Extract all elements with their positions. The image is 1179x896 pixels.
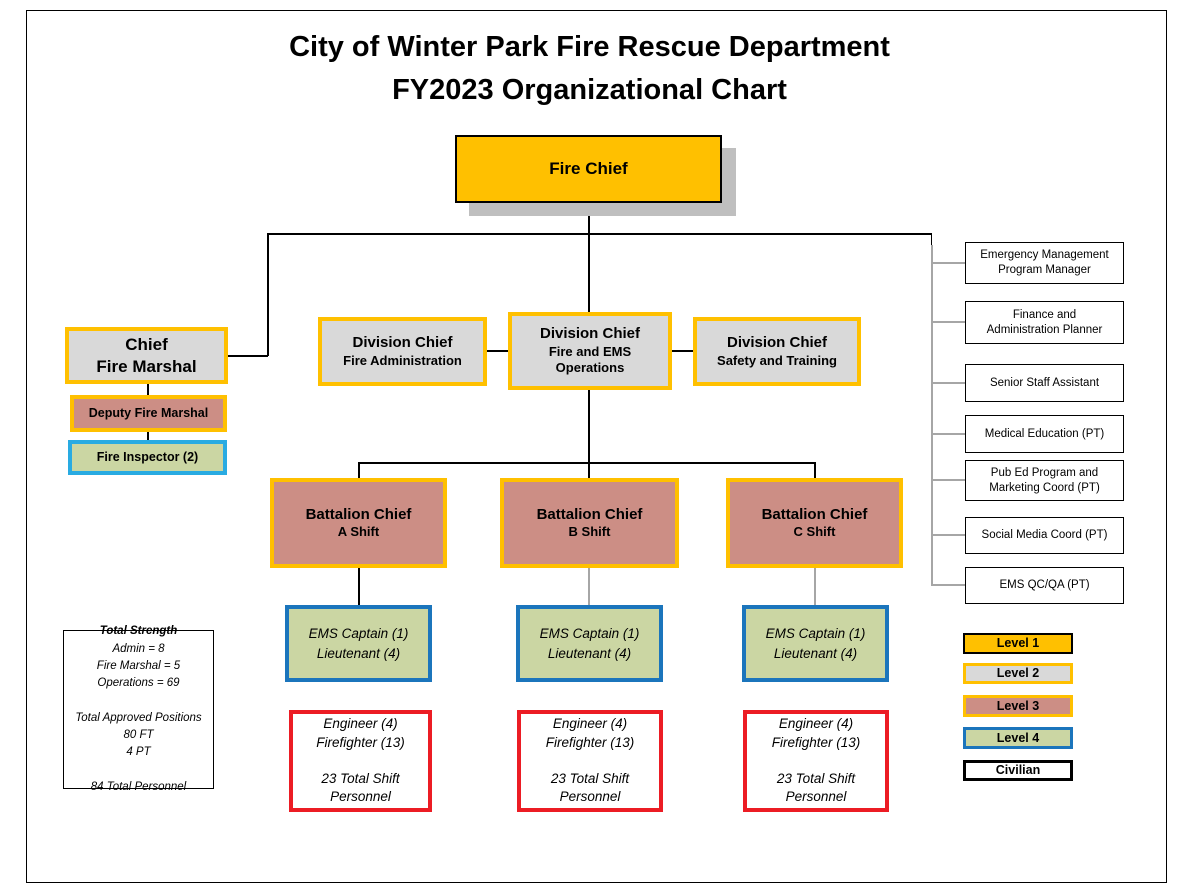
connector-main-horizontal bbox=[267, 233, 932, 235]
battalion-chief-a-box: Battalion Chief A Shift bbox=[270, 478, 447, 568]
battalion-shift-label: C Shift bbox=[793, 524, 836, 540]
division-chief-safety-training-box: Division Chief Safety and Training bbox=[693, 317, 861, 386]
legend-level-3-label: Level 3 bbox=[996, 698, 1040, 713]
division-chief-subtitle: Fire Administration bbox=[343, 352, 462, 368]
civilian-emergency-management-box: Emergency Management Program Manager bbox=[965, 242, 1124, 284]
shift-crew-c-box: Engineer (4) Firefighter (13) 23 Total S… bbox=[743, 710, 889, 812]
civilian-social-media-coord-box: Social Media Coord (PT) bbox=[965, 517, 1124, 554]
shift-crew-b-box: Engineer (4) Firefighter (13) 23 Total S… bbox=[517, 710, 663, 812]
civilian-finance-admin-planner-box: Finance and Administration Planner bbox=[965, 301, 1124, 344]
total-strength-box: Total Strength Admin = 8 Fire Marshal = … bbox=[63, 625, 214, 793]
legend-level-4-label: Level 4 bbox=[996, 730, 1040, 745]
total-strength-body: Admin = 8 Fire Marshal = 5 Operations = … bbox=[75, 642, 202, 793]
connector-batt-ems-c bbox=[814, 568, 816, 605]
chart-title-line2: FY2023 Organizational Chart bbox=[392, 74, 787, 106]
civilian-medical-education-box: Medical Education (PT) bbox=[965, 415, 1124, 453]
connector-batt-ems-b bbox=[588, 568, 590, 605]
connector-battalion-a-drop bbox=[358, 462, 360, 478]
division-chief-title: Division Chief bbox=[539, 325, 640, 343]
ems-captain-b-box: EMS Captain (1) Lieutenant (4) bbox=[516, 605, 663, 682]
ems-captain-c-box: EMS Captain (1) Lieutenant (4) bbox=[742, 605, 889, 682]
legend-level-2: Level 2 bbox=[963, 663, 1073, 684]
battalion-shift-label: A Shift bbox=[337, 524, 380, 540]
legend-civilian-label: Civilian bbox=[995, 763, 1041, 778]
connector-left-drop bbox=[267, 233, 269, 356]
deputy-fire-marshal-box: Deputy Fire Marshal bbox=[70, 395, 227, 432]
battalion-chief-title: Battalion Chief bbox=[761, 505, 868, 523]
chart-title-line1: City of Winter Park Fire Rescue Departme… bbox=[289, 31, 890, 63]
connector-dc2-dc3 bbox=[672, 350, 693, 352]
division-chief-fire-ems-operations-box: Division Chief Fire and EMS Operations bbox=[508, 312, 672, 390]
legend-level-1-label: Level 1 bbox=[996, 636, 1040, 651]
division-chief-subtitle: Safety and Training bbox=[717, 352, 837, 368]
chart-border-frame bbox=[26, 10, 1167, 883]
connector-dc1-dc2 bbox=[487, 350, 508, 352]
civilian-ems-qcqa-box: EMS QC/QA (PT) bbox=[965, 567, 1124, 604]
connector-ops-drop bbox=[588, 390, 590, 462]
chief-fire-marshal-box: Chief Fire Marshal bbox=[65, 327, 228, 384]
connector-battalion-c-drop bbox=[814, 462, 816, 478]
connector-civilian-stub-7 bbox=[931, 584, 965, 586]
connector-civilian-stub-5 bbox=[931, 479, 965, 481]
deputy-fire-marshal-label: Deputy Fire Marshal bbox=[88, 405, 209, 420]
connector-center-drop bbox=[588, 233, 590, 312]
battalion-chief-title: Battalion Chief bbox=[536, 505, 643, 523]
battalion-shift-label: B Shift bbox=[568, 524, 611, 540]
connector-civilian-stub-4 bbox=[931, 433, 965, 435]
fire-inspector-box: Fire Inspector (2) bbox=[68, 440, 227, 475]
connector-civilian-stub-2 bbox=[931, 321, 965, 323]
connector-marshal-deputy bbox=[147, 384, 149, 395]
civilian-pub-ed-marketing-box: Pub Ed Program and Marketing Coord (PT) bbox=[965, 460, 1124, 501]
division-chief-fire-administration-box: Division Chief Fire Administration bbox=[318, 317, 487, 386]
legend-level-3: Level 3 bbox=[963, 695, 1073, 717]
civilian-senior-staff-assistant-box: Senior Staff Assistant bbox=[965, 364, 1124, 402]
ems-captain-a-box: EMS Captain (1) Lieutenant (4) bbox=[285, 605, 432, 682]
chart-title: City of Winter Park Fire Rescue Departme… bbox=[0, 26, 1179, 112]
connector-battalion-b-drop bbox=[588, 462, 590, 478]
connector-deputy-inspector bbox=[147, 431, 149, 440]
fire-chief-label: Fire Chief bbox=[549, 159, 628, 179]
legend-level-1: Level 1 bbox=[963, 633, 1073, 654]
division-chief-title: Division Chief bbox=[352, 334, 453, 351]
division-chief-subtitle: Fire and EMS Operations bbox=[548, 344, 632, 376]
fire-chief-box: Fire Chief bbox=[455, 135, 722, 203]
connector-civilian-stub-1 bbox=[931, 262, 965, 264]
fire-inspector-label: Fire Inspector (2) bbox=[96, 449, 199, 464]
battalion-chief-c-box: Battalion Chief C Shift bbox=[726, 478, 903, 568]
connector-fire-chief-drop bbox=[588, 203, 590, 233]
shift-crew-a-box: Engineer (4) Firefighter (13) 23 Total S… bbox=[289, 710, 432, 812]
legend-level-4: Level 4 bbox=[963, 727, 1073, 749]
connector-batt-ems-a bbox=[358, 568, 360, 605]
division-chief-title: Division Chief bbox=[726, 334, 827, 351]
battalion-chief-b-box: Battalion Chief B Shift bbox=[500, 478, 679, 568]
total-strength-title: Total Strength bbox=[99, 625, 178, 638]
connector-civilian-stub-3 bbox=[931, 382, 965, 384]
battalion-chief-title: Battalion Chief bbox=[305, 505, 412, 523]
legend-civilian: Civilian bbox=[963, 760, 1073, 781]
connector-right-vertical bbox=[930, 245, 933, 586]
connector-battalion-horizontal bbox=[358, 462, 815, 464]
connector-civilian-stub-6 bbox=[931, 534, 965, 536]
connector-fire-marshal-stub bbox=[228, 355, 268, 357]
legend-level-2-label: Level 2 bbox=[996, 666, 1040, 681]
connector-right-corner bbox=[930, 233, 932, 247]
